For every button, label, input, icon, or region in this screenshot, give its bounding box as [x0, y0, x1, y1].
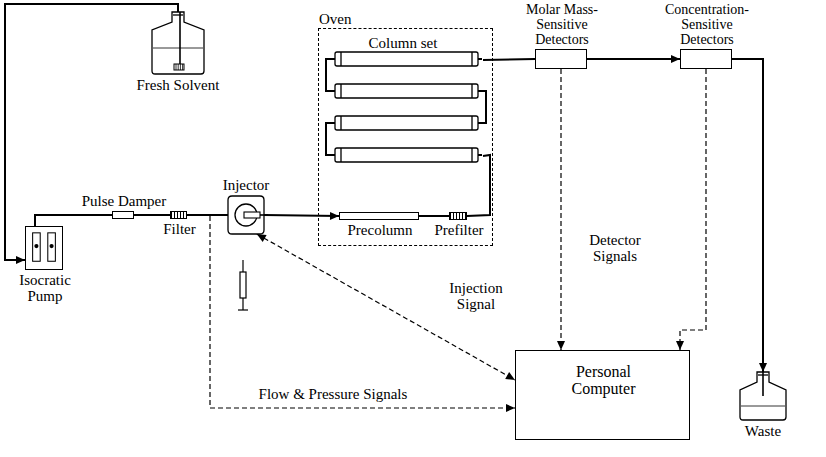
- tubing-line: [732, 59, 763, 372]
- node-label: Precolumn: [342, 222, 418, 238]
- solvent-bottle: Fresh Solvent: [150, 12, 206, 74]
- tubing-line: [419, 216, 449, 217]
- tubing-line: [419, 215, 449, 217]
- stroke: [48, 233, 56, 261]
- arrowhead: [676, 341, 684, 350]
- node-label: Concentration-Sensitive Detectors: [653, 2, 761, 47]
- stroke: [762, 372, 764, 396]
- stroke: [49, 244, 53, 248]
- signal-line: [676, 69, 706, 350]
- signal-line: [557, 69, 565, 350]
- signal-line: [257, 234, 515, 380]
- node-label: Prefilter: [429, 222, 489, 238]
- detector-box: Concentration-Sensitive Detectors: [680, 49, 732, 69]
- column-connectors: [326, 59, 486, 155]
- arrowhead: [505, 372, 515, 380]
- detector-box: Molar Mass-Sensitive Detectors: [535, 49, 587, 69]
- filter: Filter: [170, 211, 187, 219]
- node-outline: [228, 196, 264, 234]
- tubing-line: [35, 215, 112, 226]
- node-label: Oven: [319, 11, 379, 27]
- stroke: [173, 14, 183, 15]
- signal-line: [257, 234, 515, 380]
- stroke: [152, 12, 204, 74]
- stroke: [741, 406, 785, 407]
- stroke: [228, 196, 264, 234]
- syringe: [238, 260, 248, 310]
- tubing-line: [134, 214, 170, 216]
- tubing-line: [587, 55, 680, 63]
- node-label: Waste: [733, 423, 793, 439]
- signal-line: [560, 69, 561, 350]
- tubing-line: [264, 215, 339, 216]
- signal-line: [680, 69, 706, 350]
- precolumn: Precolumn: [339, 212, 419, 220]
- signal-label: Flow & Pressure Signals: [236, 386, 430, 402]
- prefilter: Prefilter: [449, 212, 467, 220]
- signal-line: [187, 215, 515, 408]
- tubing-line: [483, 59, 535, 60]
- stroke: [740, 372, 786, 420]
- stroke: [153, 48, 203, 49]
- tubing-line: [134, 215, 170, 216]
- signal-line: [187, 215, 515, 412]
- arrowhead: [257, 234, 267, 242]
- stroke: [174, 64, 184, 70]
- computer-box: Personal Computer: [515, 350, 690, 440]
- arrowhead: [506, 404, 515, 412]
- pulse-damper: Pulse Damper: [112, 211, 134, 219]
- arrowhead: [16, 256, 25, 264]
- oven-region: OvenColumn setPrecolumnPrefilter: [318, 28, 493, 246]
- node-label: Fresh Solvent: [123, 77, 233, 93]
- arrowhead: [759, 363, 767, 372]
- column-set: Column set: [323, 35, 483, 169]
- stroke: [179, 12, 181, 64]
- node-outline: [150, 12, 206, 74]
- tubing-line: [467, 155, 490, 216]
- stroke: [244, 212, 260, 218]
- pump-box: Isocratic Pump: [25, 226, 63, 270]
- tubing-line: [467, 155, 490, 216]
- signal-label: Injection Signal: [436, 280, 516, 312]
- stroke: [176, 64, 177, 70]
- stroke: [34, 244, 38, 248]
- stroke: [182, 64, 183, 70]
- node-outline: [26, 227, 62, 269]
- stroke: [260, 214, 268, 216]
- stroke: [33, 233, 41, 261]
- tubing-line: [483, 59, 535, 60]
- node-label: Injector: [211, 177, 281, 193]
- node-label: Molar Mass-Sensitive Detectors: [512, 2, 612, 47]
- tubing-line: [264, 212, 339, 220]
- arrowhead: [330, 212, 339, 220]
- node-label: Personal Computer: [554, 363, 654, 397]
- column-tubes: [335, 52, 478, 162]
- arrowhead: [671, 55, 680, 63]
- tubing-line: [35, 215, 112, 226]
- node-outline: [738, 372, 788, 420]
- node-label: Pulse Damper: [69, 193, 179, 209]
- stroke: [178, 64, 179, 70]
- injector-valve: Injector: [228, 196, 264, 234]
- node-label: Isocratic Pump: [10, 272, 80, 304]
- tubing-line: [732, 59, 767, 372]
- node-label: Column set: [353, 35, 453, 51]
- arrowhead: [557, 341, 565, 350]
- node-label: Filter: [158, 221, 202, 237]
- waste-bottle: Waste: [738, 372, 788, 420]
- stroke: [180, 64, 181, 70]
- signal-label: Detector Signals: [572, 232, 658, 264]
- tubing-line: [587, 58, 680, 60]
